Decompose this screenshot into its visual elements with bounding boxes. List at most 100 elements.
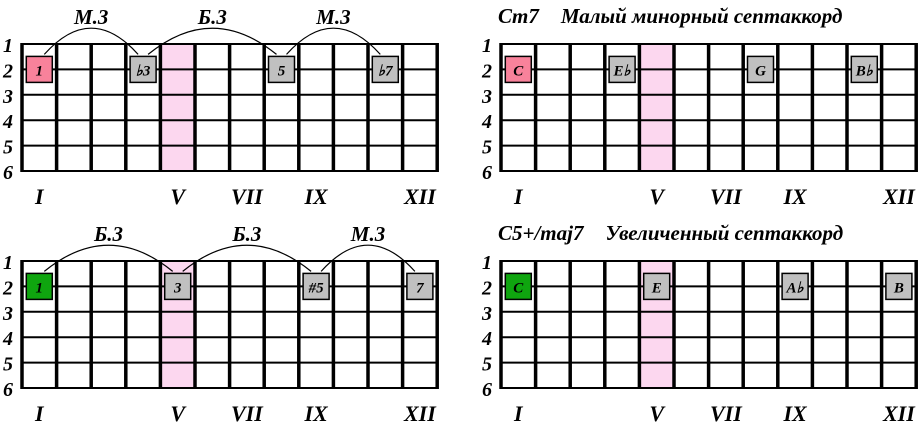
chord-symbol: C5+/maj7 [498, 221, 584, 245]
string-number: 1 [3, 35, 13, 57]
chord-name: Малый минорный септаккорд [560, 4, 843, 28]
fret-roman-label: I [513, 401, 524, 426]
string-number: 5 [3, 137, 13, 159]
diagram-title: C5+/maj7 Увеличенный септаккорд [498, 221, 843, 246]
fretboard-svg: 1 2 3 4 5 6I V VII IX XII C E A♭ B [481, 252, 918, 426]
fret-roman-label: IX [303, 401, 329, 426]
note-marker [885, 272, 913, 301]
note-marker-label: 3 [173, 280, 182, 296]
fret-roman-label: V [649, 401, 666, 426]
string-number: 3 [2, 303, 13, 325]
string-number: 1 [482, 35, 492, 57]
note-marker-label: A♭ [786, 280, 805, 296]
string-number: 6 [482, 162, 492, 184]
interval-label: Б.3 [93, 222, 123, 246]
string-number: 3 [2, 86, 13, 108]
note-marker [608, 55, 636, 84]
note-marker-label: ♭3 [136, 63, 151, 79]
fret-roman-label: VII [231, 401, 264, 426]
interval-label: Б.3 [197, 5, 227, 29]
note-marker [25, 272, 54, 301]
string-number: 2 [2, 277, 13, 299]
fret-highlight-column [160, 44, 195, 171]
interval-arc [147, 27, 277, 55]
fret-roman-label: IX [782, 401, 808, 426]
note-marker-label: E [651, 280, 662, 296]
note-marker-label: 1 [36, 63, 44, 79]
fret-roman-label: I [513, 184, 524, 209]
fret-roman-label: VII [231, 184, 264, 209]
fret-roman-label: IX [303, 184, 329, 209]
note-marker [302, 272, 330, 301]
note-marker [746, 55, 775, 84]
diagram-title: Cm7 Малый минорный септаккорд [498, 4, 842, 29]
string-number: 4 [2, 111, 13, 133]
fret-roman-label: VII [710, 184, 743, 209]
note-marker-label: C [513, 63, 524, 79]
note-marker [25, 55, 54, 84]
note-marker [163, 272, 192, 301]
interval-label: М.3 [350, 222, 385, 246]
string-number: 5 [482, 354, 492, 376]
note-marker-label: 1 [36, 280, 44, 296]
note-marker [642, 272, 671, 301]
string-number: 2 [481, 277, 492, 299]
note-marker-label: 7 [416, 280, 424, 296]
note-marker [267, 55, 296, 84]
string-number: 4 [481, 111, 492, 133]
note-marker-label: B♭ [855, 63, 874, 79]
note-marker-label: B [893, 280, 904, 296]
interval-arc [43, 244, 174, 272]
fret-roman-label: V [649, 184, 666, 209]
note-marker-label: C [513, 280, 524, 296]
chord-symbol: Cm7 [498, 4, 539, 28]
note-marker [129, 55, 157, 84]
fret-roman-label: IX [782, 184, 808, 209]
string-number: 4 [481, 328, 492, 350]
chord-name: Увеличенный септаккорд [605, 221, 844, 245]
string-number: 6 [3, 379, 13, 401]
interval-arc [286, 27, 381, 55]
fret-roman-label: I [34, 401, 45, 426]
fret-roman-label: XII [403, 184, 437, 209]
string-number: 6 [482, 379, 492, 401]
interval-label: М.3 [315, 5, 350, 29]
string-number: 3 [481, 86, 492, 108]
fret-roman-label: XII [403, 401, 437, 426]
note-marker [781, 272, 809, 301]
string-number: 5 [482, 137, 492, 159]
string-number: 1 [3, 252, 13, 274]
note-marker [504, 272, 533, 301]
note-marker-label: G [755, 63, 766, 79]
note-marker-label: #5 [308, 280, 325, 296]
fret-roman-label: I [34, 184, 45, 209]
interval-arc [182, 244, 312, 272]
fret-roman-label: V [170, 401, 187, 426]
note-marker-label: ♭7 [378, 63, 393, 79]
note-marker [504, 55, 533, 84]
fret-roman-label: XII [882, 401, 916, 426]
string-number: 1 [482, 252, 492, 274]
interval-arc [320, 244, 416, 272]
note-marker-label: E♭ [613, 63, 632, 79]
fret-roman-label: VII [710, 401, 743, 426]
fret-roman-label: XII [882, 184, 916, 209]
string-number: 6 [3, 162, 13, 184]
string-number: 5 [3, 354, 13, 376]
string-number: 2 [481, 60, 492, 82]
note-marker [371, 55, 400, 84]
interval-arc [43, 27, 139, 55]
note-marker [850, 55, 879, 84]
string-number: 3 [481, 303, 492, 325]
string-number: 2 [2, 60, 13, 82]
note-marker [406, 272, 434, 301]
interval-label: Б.3 [231, 222, 261, 246]
fretboard-svg: 1 2 3 4 5 6I V VII IX XII C E♭ G B♭ [481, 35, 918, 209]
